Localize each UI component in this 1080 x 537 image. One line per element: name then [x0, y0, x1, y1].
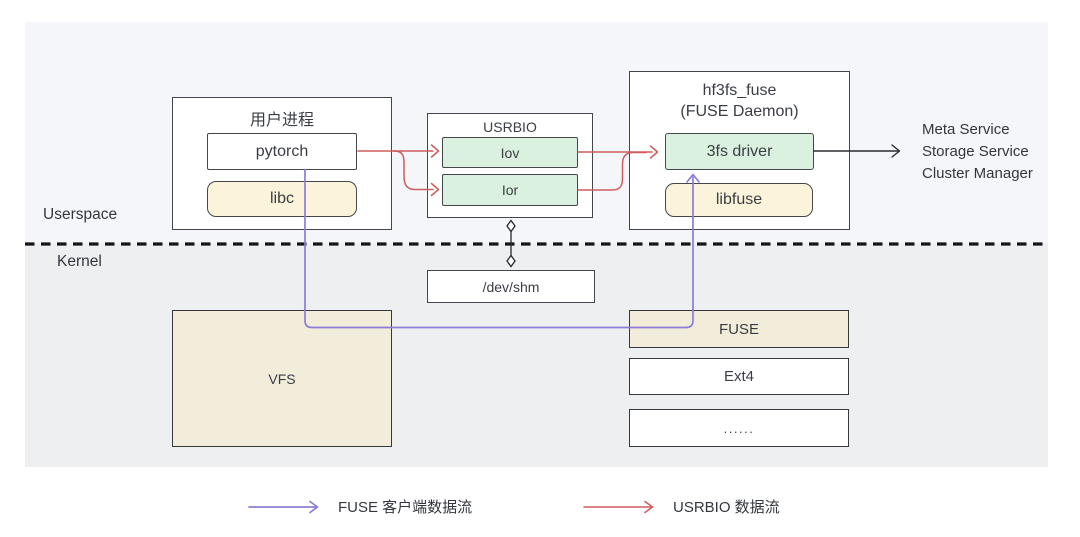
- meta-service-line: Meta Service: [922, 121, 1010, 138]
- libc-box: libc: [207, 181, 357, 217]
- usrbio-box: USRBIO Iov Ior: [427, 113, 593, 218]
- iov-box: Iov: [442, 137, 578, 168]
- hf3fs-subtitle: (FUSE Daemon): [680, 103, 799, 120]
- pytorch-box: pytorch: [207, 133, 357, 170]
- 3fs-driver-box: 3fs driver: [665, 133, 814, 170]
- cluster-manager-line: Cluster Manager: [922, 165, 1033, 182]
- legend-fuse-flow-label: FUSE 客户端数据流: [338, 499, 473, 516]
- hf3fs-title: hf3fs_fuse: [702, 82, 777, 99]
- fuse-kernel-box: FUSE: [629, 310, 849, 348]
- vfs-box: VFS: [172, 310, 392, 447]
- kernel-label: Kernel: [57, 253, 102, 270]
- user-process-title: 用户进程: [249, 112, 314, 129]
- legend-usrbio-flow: USRBIO 数据流: [583, 496, 780, 517]
- userspace-label: Userspace: [43, 206, 118, 223]
- usrbio-flow-legend-arrow-icon: [583, 500, 654, 513]
- ior-box: Ior: [442, 174, 578, 206]
- storage-service-line: Storage Service: [922, 143, 1029, 160]
- dev-shm-box: /dev/shm: [427, 270, 595, 303]
- other-fs-box: ......: [629, 409, 849, 447]
- fuse-flow-legend-arrow-icon: [248, 500, 319, 513]
- services-text: Meta Service Storage Service Cluster Man…: [922, 119, 1033, 185]
- ext4-box: Ext4: [629, 358, 849, 395]
- hf3fs-fuse-box: hf3fs_fuse (FUSE Daemon) 3fs driver libf…: [629, 71, 850, 230]
- legend-fuse-flow: FUSE 客户端数据流: [248, 496, 472, 517]
- libfuse-box: libfuse: [665, 183, 813, 217]
- legend-usrbio-flow-label: USRBIO 数据流: [673, 499, 780, 516]
- usrbio-title: USRBIO: [483, 119, 537, 135]
- user-process-box: 用户进程 pytorch libc: [172, 97, 392, 230]
